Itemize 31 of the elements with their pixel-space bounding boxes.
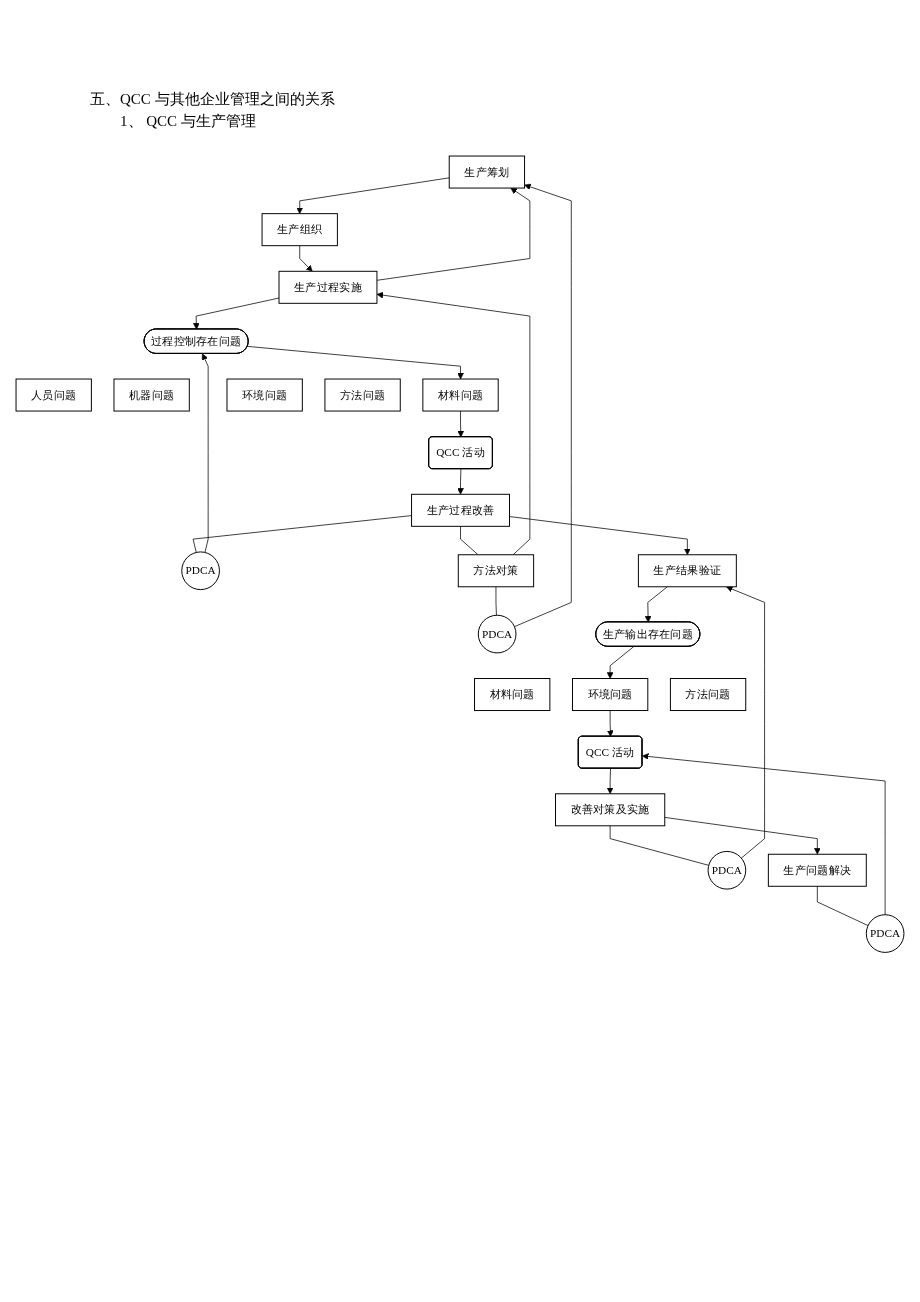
process-box: 人员问题 [15,378,92,412]
oval: 生产输出存在问题 [595,621,701,647]
process-box: 方法对策 [457,554,535,588]
process-box: 环境问题 [572,678,649,712]
process-box: 生产过程改善 [411,493,510,527]
process-box: 生产过程实施 [278,270,378,304]
circle: PDCA [865,914,905,953]
heading: 五、QCC 与其他企业管理之间的关系 [90,90,335,109]
connector [495,586,497,616]
circle: PDCA [477,614,517,654]
process-box: 生产筹划 [448,155,526,189]
process-box: 生产问题解决 [767,853,867,887]
process-box: 生产结果验证 [637,554,737,588]
process-box: 材料问题 [474,678,551,712]
process-box: 材料问题 [422,378,499,412]
subheading: 1、 QCC 与生产管理 [120,112,256,131]
rounded-box: QCC 活动 [577,735,643,769]
connector [609,825,710,866]
process-box: 方法问题 [669,678,747,712]
process-box: 机器问题 [113,378,190,412]
oval: 过程控制存在问题 [143,328,249,354]
process-box: 方法问题 [324,378,401,412]
process-box: 环境问题 [226,378,303,412]
process-box: 改善对策及实施 [555,793,666,827]
connector [816,885,869,926]
rounded-box: QCC 活动 [428,436,493,470]
process-box: 生产组织 [261,213,338,247]
connector [192,515,412,553]
circle: PDCA [707,850,747,890]
circle: PDCA [181,551,220,591]
connector [460,525,479,556]
